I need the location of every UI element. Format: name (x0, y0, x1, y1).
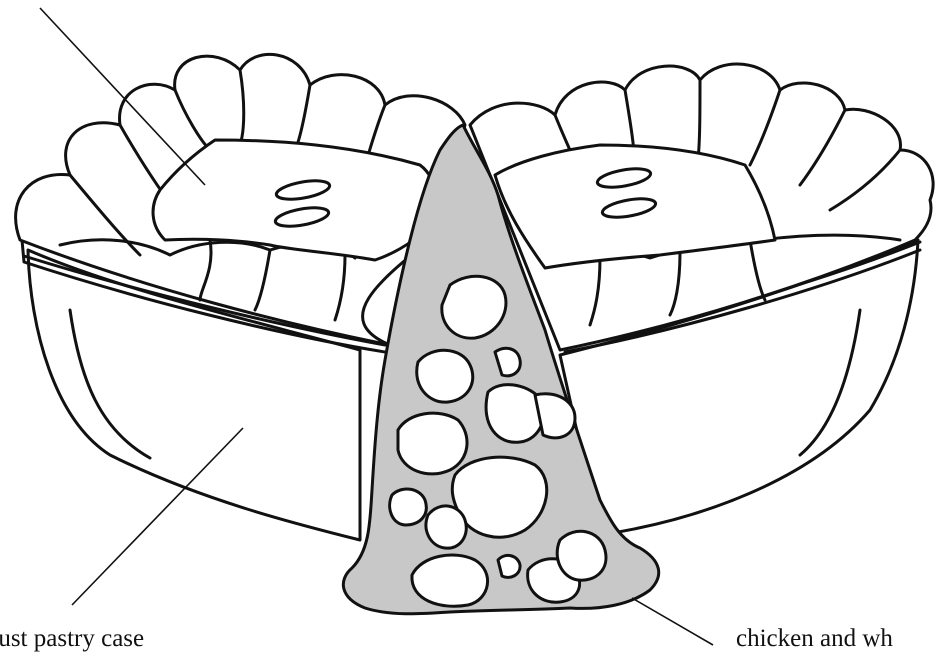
leader-line-filling (632, 598, 713, 645)
chicken-chunk (412, 555, 488, 606)
chicken-chunk (498, 555, 520, 577)
label-pastry-case: rust pastry case (0, 626, 144, 651)
chicken-chunk (417, 350, 473, 402)
label-filling: chicken and wh (736, 626, 893, 651)
chicken-chunk (398, 413, 467, 474)
chicken-chunk (390, 489, 427, 525)
chicken-chunk (486, 385, 544, 443)
chicken-chunk (557, 531, 606, 580)
chicken-chunk (426, 506, 466, 548)
